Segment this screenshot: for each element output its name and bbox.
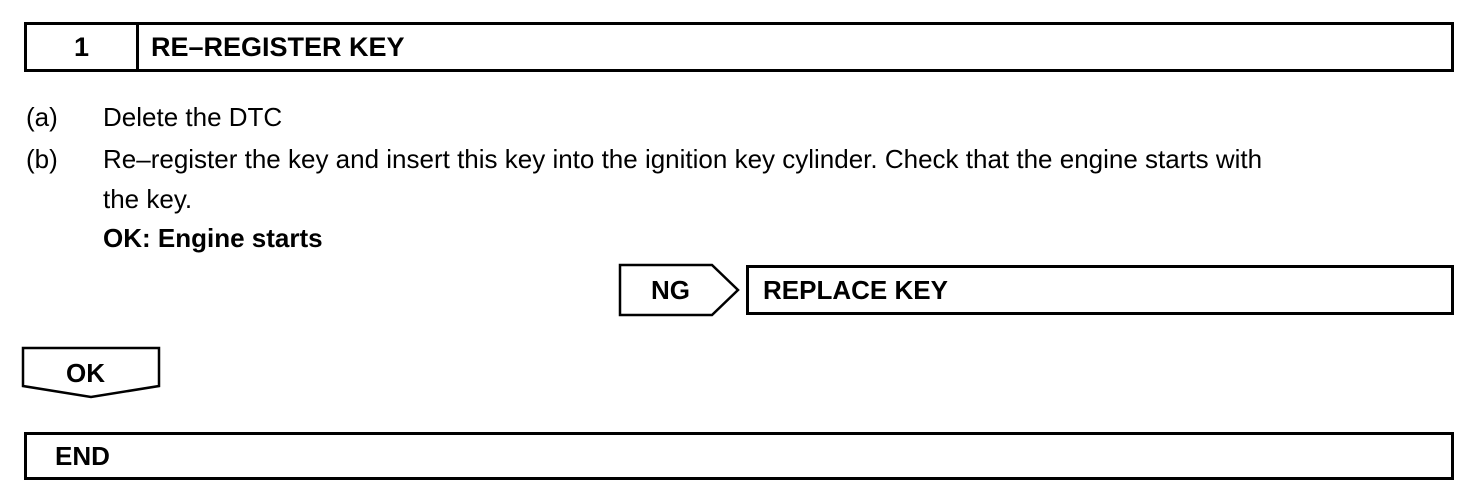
instruction-a-text: Delete the DTC — [103, 102, 283, 132]
step-header: 1 RE–REGISTER KEY — [24, 22, 1454, 72]
step-title: RE–REGISTER KEY — [151, 31, 405, 62]
step-number: 1 — [27, 25, 139, 69]
ok-criteria: OK: Engine starts — [103, 223, 323, 253]
instruction-a-label: (a) — [26, 102, 58, 132]
end-box: END — [24, 432, 1454, 480]
ng-label: NG — [651, 275, 690, 305]
ng-arrow-icon — [618, 263, 740, 317]
ok-arrow-icon — [21, 346, 161, 399]
ok-label: OK — [66, 358, 105, 388]
instruction-b-label: (b) — [26, 144, 58, 174]
replace-key-box: REPLACE KEY — [746, 265, 1454, 315]
instruction-b-text-line2: the key. — [103, 184, 193, 214]
instruction-b-text-line1: Re–register the key and insert this key … — [103, 144, 1263, 174]
